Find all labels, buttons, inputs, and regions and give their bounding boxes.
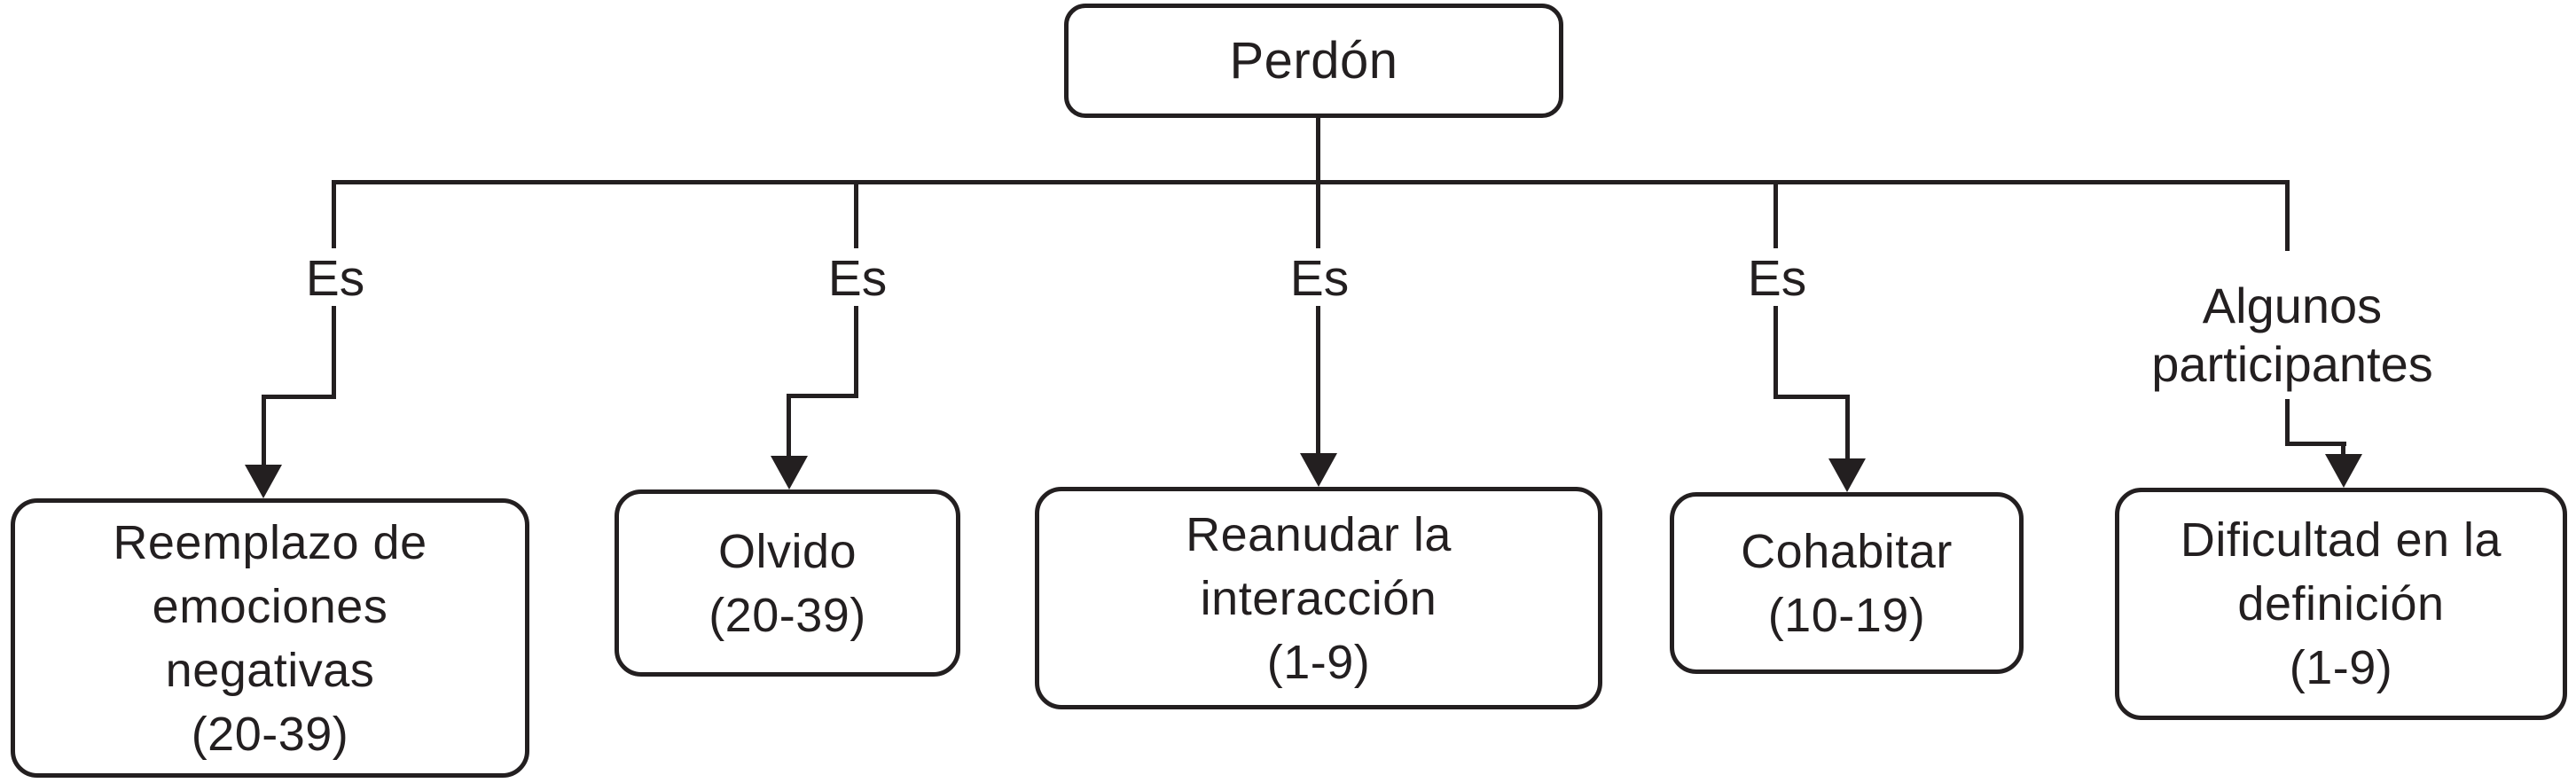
- connector-branch2-jog: [787, 394, 858, 398]
- connector-branch1-jog: [262, 395, 336, 399]
- node-dificultad-definicion-label: Dificultad en la definición (1-9): [2180, 513, 2502, 694]
- connector-branch1-drop: [332, 306, 336, 399]
- edge-label-algunos-participantes: Algunos participantes: [2146, 277, 2439, 394]
- connector-branch3-arrow-line: [1316, 306, 1320, 455]
- connector-branch2-drop: [854, 306, 858, 398]
- connector-branch4-stub: [1773, 180, 1778, 248]
- edge-label-es-3: Es: [1284, 251, 1355, 306]
- arrowhead-branch2: [771, 456, 808, 489]
- node-olvido: Olvido (20-39): [615, 489, 960, 677]
- connector-branch5-drop: [2285, 399, 2290, 446]
- node-perdon-label: Perdón: [1229, 31, 1398, 90]
- connector-branch1-stub: [332, 180, 336, 248]
- connector-branch4-drop: [1773, 306, 1778, 399]
- edge-label-es-2: Es: [822, 251, 893, 306]
- node-reanudar-interaccion-label: Reanudar la interacción (1-9): [1186, 507, 1452, 689]
- node-cohabitar: Cohabitar (10-19): [1670, 492, 2024, 674]
- connector-branch5-jog: [2285, 442, 2346, 446]
- arrowhead-branch4: [1828, 458, 1866, 492]
- connector-branch4-arrow-line: [1845, 395, 1850, 461]
- connector-branch2-stub: [854, 180, 858, 248]
- connector-branch5-arrow-line: [2341, 442, 2345, 458]
- arrowhead-branch1: [245, 465, 282, 498]
- connector-branch1-arrow-line: [262, 395, 266, 466]
- node-reanudar-interaccion: Reanudar la interacción (1-9): [1035, 487, 1602, 709]
- node-cohabitar-label: Cohabitar (10-19): [1741, 524, 1953, 642]
- node-dificultad-definicion: Dificultad en la definición (1-9): [2115, 488, 2567, 720]
- connector-branch5-stub: [2285, 180, 2290, 251]
- node-reemplazo-emociones: Reemplazo de emociones negativas (20-39): [11, 498, 529, 778]
- connector-branch4-jog: [1773, 395, 1850, 399]
- edge-label-es-1: Es: [300, 251, 371, 306]
- connector-branch2-arrow-line: [787, 394, 791, 458]
- connector-branch3-top: [1316, 115, 1320, 248]
- connector-distribution-line: [333, 180, 2288, 184]
- node-perdon: Perdón: [1064, 4, 1563, 118]
- arrowhead-branch3: [1300, 453, 1337, 487]
- edge-label-es-4: Es: [1742, 251, 1813, 306]
- arrowhead-branch5: [2325, 454, 2362, 488]
- node-reemplazo-emociones-label: Reemplazo de emociones negativas (20-39): [113, 515, 427, 761]
- node-olvido-label: Olvido (20-39): [709, 524, 866, 642]
